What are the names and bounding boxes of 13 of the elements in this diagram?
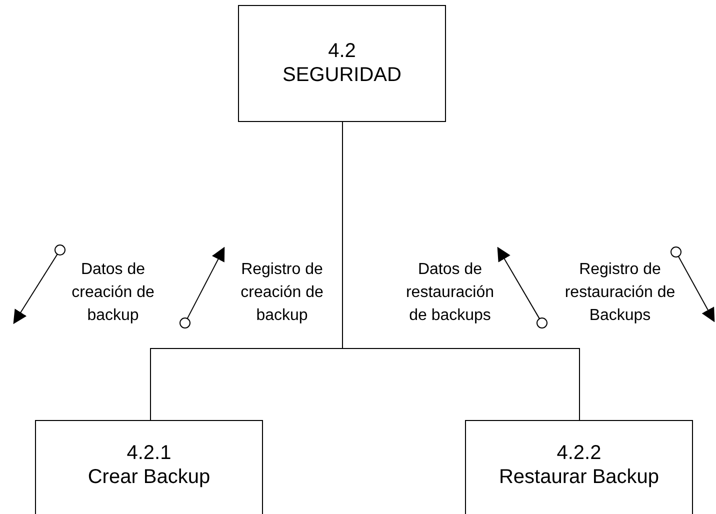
module-number: 4.2.1 [126,441,172,465]
process-box [35,420,263,514]
data-couple-label: Registro de restauración de Backups [564,260,676,326]
data-couple-label: Registro de creación de backup [240,260,324,326]
module-name: Restaurar Backup [498,465,660,489]
module-number: 4.2.2 [556,441,602,465]
data-couple-label: Datos de creación de backup [70,260,156,326]
process-box [465,420,693,514]
data-couple-label: Datos de restauración de backups [404,260,496,326]
module-name: SEGURIDAD [282,63,402,87]
process-box [238,5,446,122]
module-number: 4.2 [328,39,356,63]
module-name: Crear Backup [88,465,210,489]
